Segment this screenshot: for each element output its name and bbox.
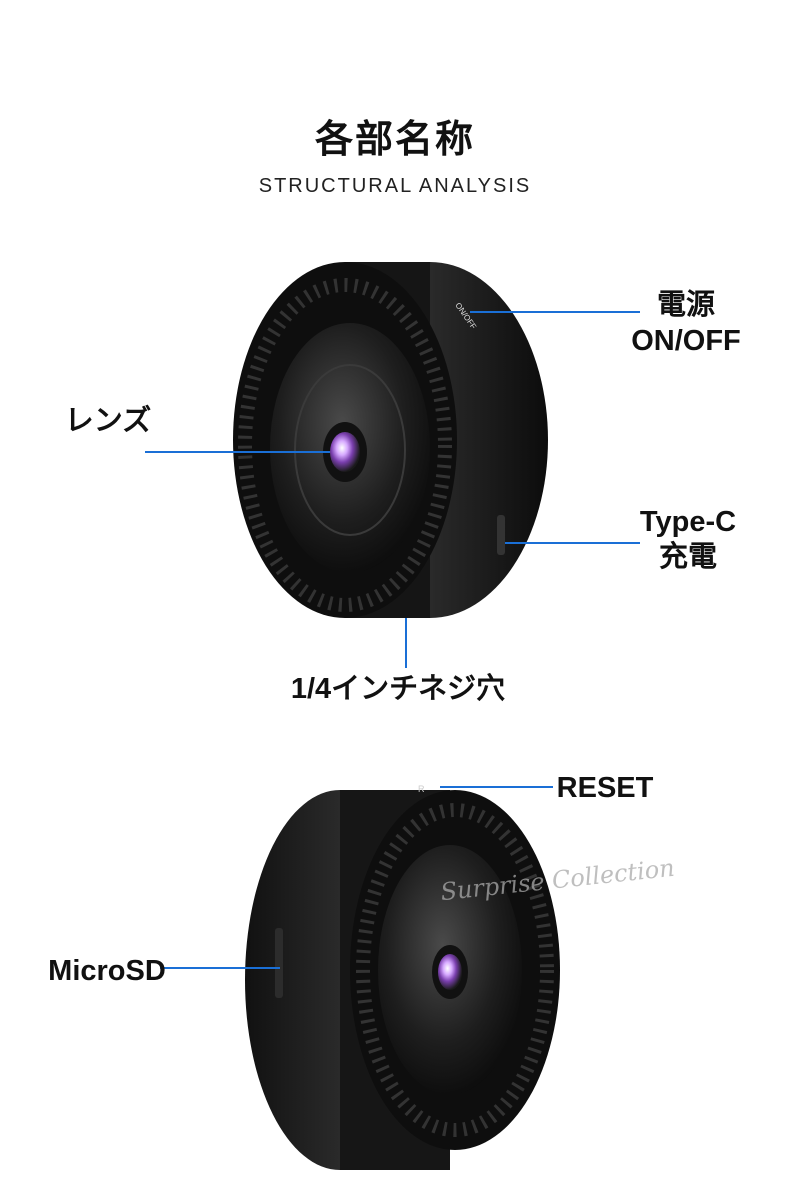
page-subtitle: STRUCTURAL ANALYSIS (258, 175, 532, 197)
label-reset: RESET (556, 772, 654, 804)
camera-rear-view: R (245, 784, 560, 1170)
callout-line-typec (505, 542, 640, 544)
callout-line-power (470, 311, 640, 313)
camera-front-view: ON/OFF (233, 262, 548, 618)
label-charging: 充電 (658, 541, 718, 573)
page-title: 各部名称 (314, 117, 475, 161)
lens-icon (330, 432, 360, 472)
callout-line-reset (440, 786, 553, 788)
lens-icon (438, 954, 462, 990)
callout-line-screw (405, 618, 407, 668)
label-screw-hole: 1/4インチネジ穴 (290, 673, 506, 705)
label-lens: レンズ (64, 405, 152, 437)
typec-port (497, 515, 505, 555)
callout-line-lens (145, 451, 330, 453)
label-microsd: MicroSD (48, 955, 166, 987)
microsd-slot (275, 928, 283, 998)
label-power-onoff: ON/OFF (631, 325, 741, 357)
label-typec: Type-C (639, 506, 737, 538)
callout-line-microsd (160, 967, 280, 969)
reset-mark: R (418, 784, 425, 794)
label-power: 電源 (656, 289, 716, 321)
